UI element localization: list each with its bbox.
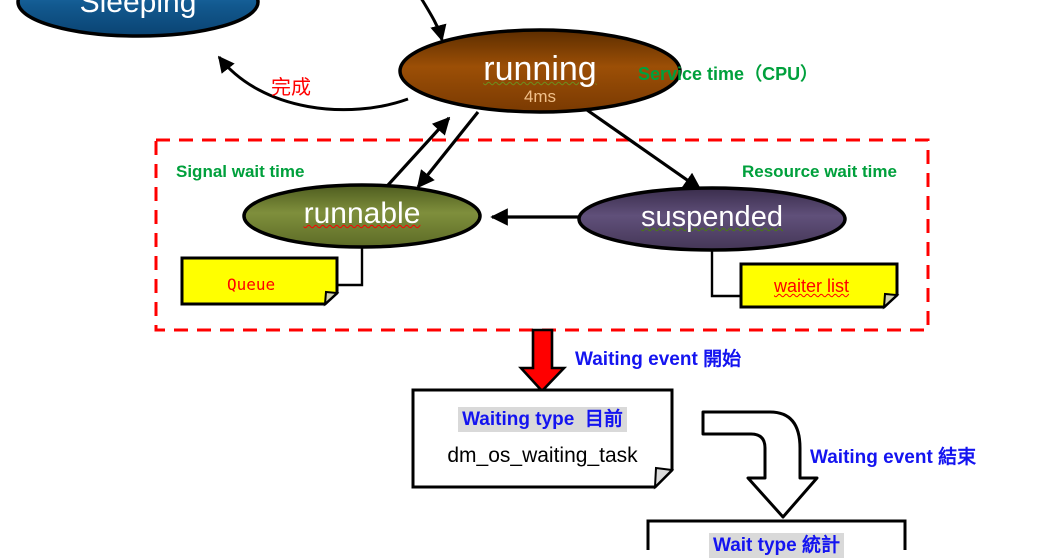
note-label-waiter-list: waiter list — [774, 276, 850, 296]
doc-heading-cjk-stats: 統計 — [802, 535, 841, 556]
curved-block-arrow-waiting-event-end — [701, 410, 819, 519]
state-ellipse-sleeping — [16, 0, 260, 38]
doc-heading-wait-stats: Wait type 統計 — [648, 533, 905, 558]
doc-heading-en-stats: Wait type — [712, 535, 797, 556]
state-ellipse-suspended — [577, 186, 847, 252]
label-signal-wait-time: Signal wait time — [176, 162, 305, 181]
note-fold-queue — [323, 290, 340, 307]
doc-box-current-waiting — [411, 388, 674, 489]
label-completion: 完成 — [271, 77, 311, 99]
doc-heading-current-waiting-text: Waiting type 目前 — [458, 407, 627, 432]
label-waiting-event-start: Waiting event 開始 — [575, 349, 742, 370]
note-fold-waiter-list — [882, 292, 900, 310]
note-label-queue: Queue — [227, 275, 276, 294]
state-ellipse-running — [398, 28, 682, 114]
runnable-to-queue-connector — [330, 247, 364, 287]
arrow-runnable-to-running — [376, 116, 451, 198]
doc-body-current-waiting: dm_os_waiting_task — [447, 444, 638, 467]
arrow-running-to-runnable — [416, 111, 480, 189]
doc-heading-current-waiting: Waiting type 目前 — [413, 407, 672, 432]
doc-fold-current-waiting — [653, 466, 675, 490]
arrow-running-to-sleeping — [217, 55, 409, 112]
label-service-time: Service time（CPU） — [638, 64, 819, 84]
doc-heading-en-current: Waiting type — [462, 409, 575, 430]
doc-heading-wait-stats-text: Wait type 統計 — [708, 533, 845, 558]
state-ellipse-runnable — [242, 183, 482, 249]
arrow-into-running-top — [420, 0, 447, 42]
label-waiting-event-end: Waiting event 結束 — [810, 447, 977, 468]
suspended-to-waiterlist-connector — [710, 247, 748, 298]
arrow-running-to-suspended — [586, 108, 702, 191]
label-resource-wait-time: Resource wait time — [742, 162, 897, 181]
doc-heading-cjk-current: 目前 — [584, 409, 623, 430]
red-down-arrow-waiting-event-start — [518, 328, 568, 393]
